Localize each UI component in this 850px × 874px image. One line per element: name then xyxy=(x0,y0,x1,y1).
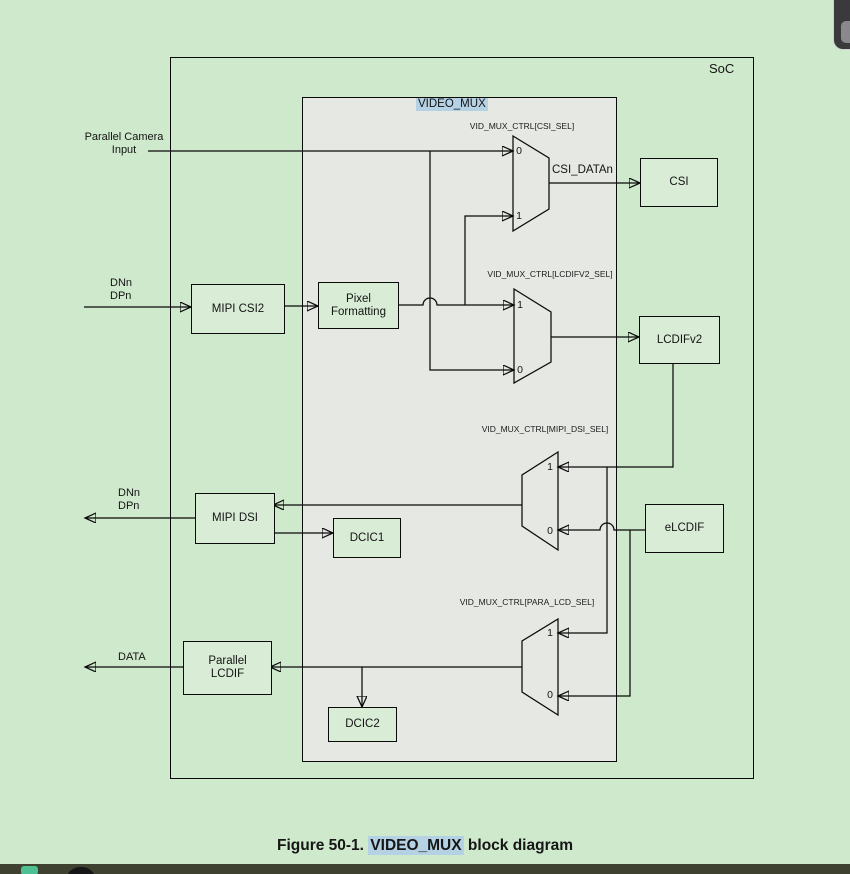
block-label: CSI xyxy=(669,176,689,188)
toolbar-button-glyph-icon xyxy=(841,21,850,43)
label-dn-dp-output: DNn DPn xyxy=(118,487,140,512)
block-label: Pixel xyxy=(346,292,371,305)
mux-csi-input-0: 0 xyxy=(516,145,522,157)
taskbar-circle-icon[interactable] xyxy=(66,867,96,874)
mux-para-lcd-input-1: 1 xyxy=(547,627,553,639)
block-pixel-formatting: Pixel Formatting xyxy=(318,282,399,329)
block-dcic1: DCIC1 xyxy=(333,518,401,558)
label-line: Parallel Camera xyxy=(84,131,164,143)
block-mipi-dsi: MIPI DSI xyxy=(195,493,275,544)
soc-label: SoC xyxy=(709,61,735,76)
video-mux-title-highlighted: VIDEO_MUX xyxy=(416,98,488,111)
mux-mipi-dsi-input-1: 1 xyxy=(547,461,553,473)
mux-ctrl-label-lcdifv2-sel: VID_MUX_CTRL[LCDIFV2_SEL] xyxy=(487,269,613,279)
block-label: DCIC1 xyxy=(349,531,385,544)
mux-lcdifv2-input-1: 1 xyxy=(517,299,523,311)
block-parallel-lcdif: Parallel LCDIF xyxy=(183,641,272,695)
mux-ctrl-label-mipi-dsi-sel: VID_MUX_CTRL[MIPI_DSI_SEL] xyxy=(481,424,609,434)
block-label: LCDIF xyxy=(210,668,245,680)
label-line: DPn xyxy=(110,289,132,302)
label-parallel-camera-input: Parallel Camera Input xyxy=(44,131,204,156)
mux-csi-input-1: 1 xyxy=(516,210,522,222)
mux-lcdifv2-input-0: 0 xyxy=(517,364,523,376)
mux-ctrl-label-csi-sel: VID_MUX_CTRL[CSI_SEL] xyxy=(469,121,575,131)
block-label: MIPI DSI xyxy=(211,512,258,524)
figure-caption: Figure 50-1. VIDEO_MUX block diagram xyxy=(0,836,850,855)
caption-search-highlight: VIDEO_MUX xyxy=(368,836,464,855)
block-label: LCDIFv2 xyxy=(656,333,703,346)
block-label: eLCDIF xyxy=(664,522,705,534)
caption-suffix: block diagram xyxy=(463,837,574,854)
label-dn-dp-input: DNn DPn xyxy=(110,277,132,302)
caption-prefix: Figure 50-1. xyxy=(276,837,369,854)
taskbar-app-icon[interactable] xyxy=(21,866,38,874)
block-csi: CSI xyxy=(640,158,718,207)
block-elcdif: eLCDIF xyxy=(645,504,724,553)
mux-para-lcd-input-0: 0 xyxy=(547,689,553,701)
floating-toolbar-button[interactable] xyxy=(833,0,850,50)
block-label: Parallel xyxy=(208,655,247,667)
block-mipi-csi2: MIPI CSI2 xyxy=(191,284,285,334)
mux-ctrl-label-para-lcd-sel: VID_MUX_CTRL[PARA_LCD_SEL] xyxy=(459,597,595,607)
label-line: DNn xyxy=(110,277,133,289)
block-label: DCIC2 xyxy=(345,718,380,730)
soc-boundary-box xyxy=(170,57,754,779)
block-dcic2: DCIC2 xyxy=(328,707,397,742)
block-label: Formatting xyxy=(331,305,386,318)
block-lcdifv2: LCDIFv2 xyxy=(639,316,720,364)
block-label: MIPI CSI2 xyxy=(211,302,265,315)
label-line: DPn xyxy=(118,499,140,512)
taskbar xyxy=(0,864,850,874)
label-line: DNn xyxy=(118,487,141,499)
mux-mipi-dsi-input-0: 0 xyxy=(547,525,553,537)
label-line: Input xyxy=(111,143,137,156)
label-csi-datan: CSI_DATAn xyxy=(552,164,613,176)
label-data-output: DATA xyxy=(118,651,146,663)
